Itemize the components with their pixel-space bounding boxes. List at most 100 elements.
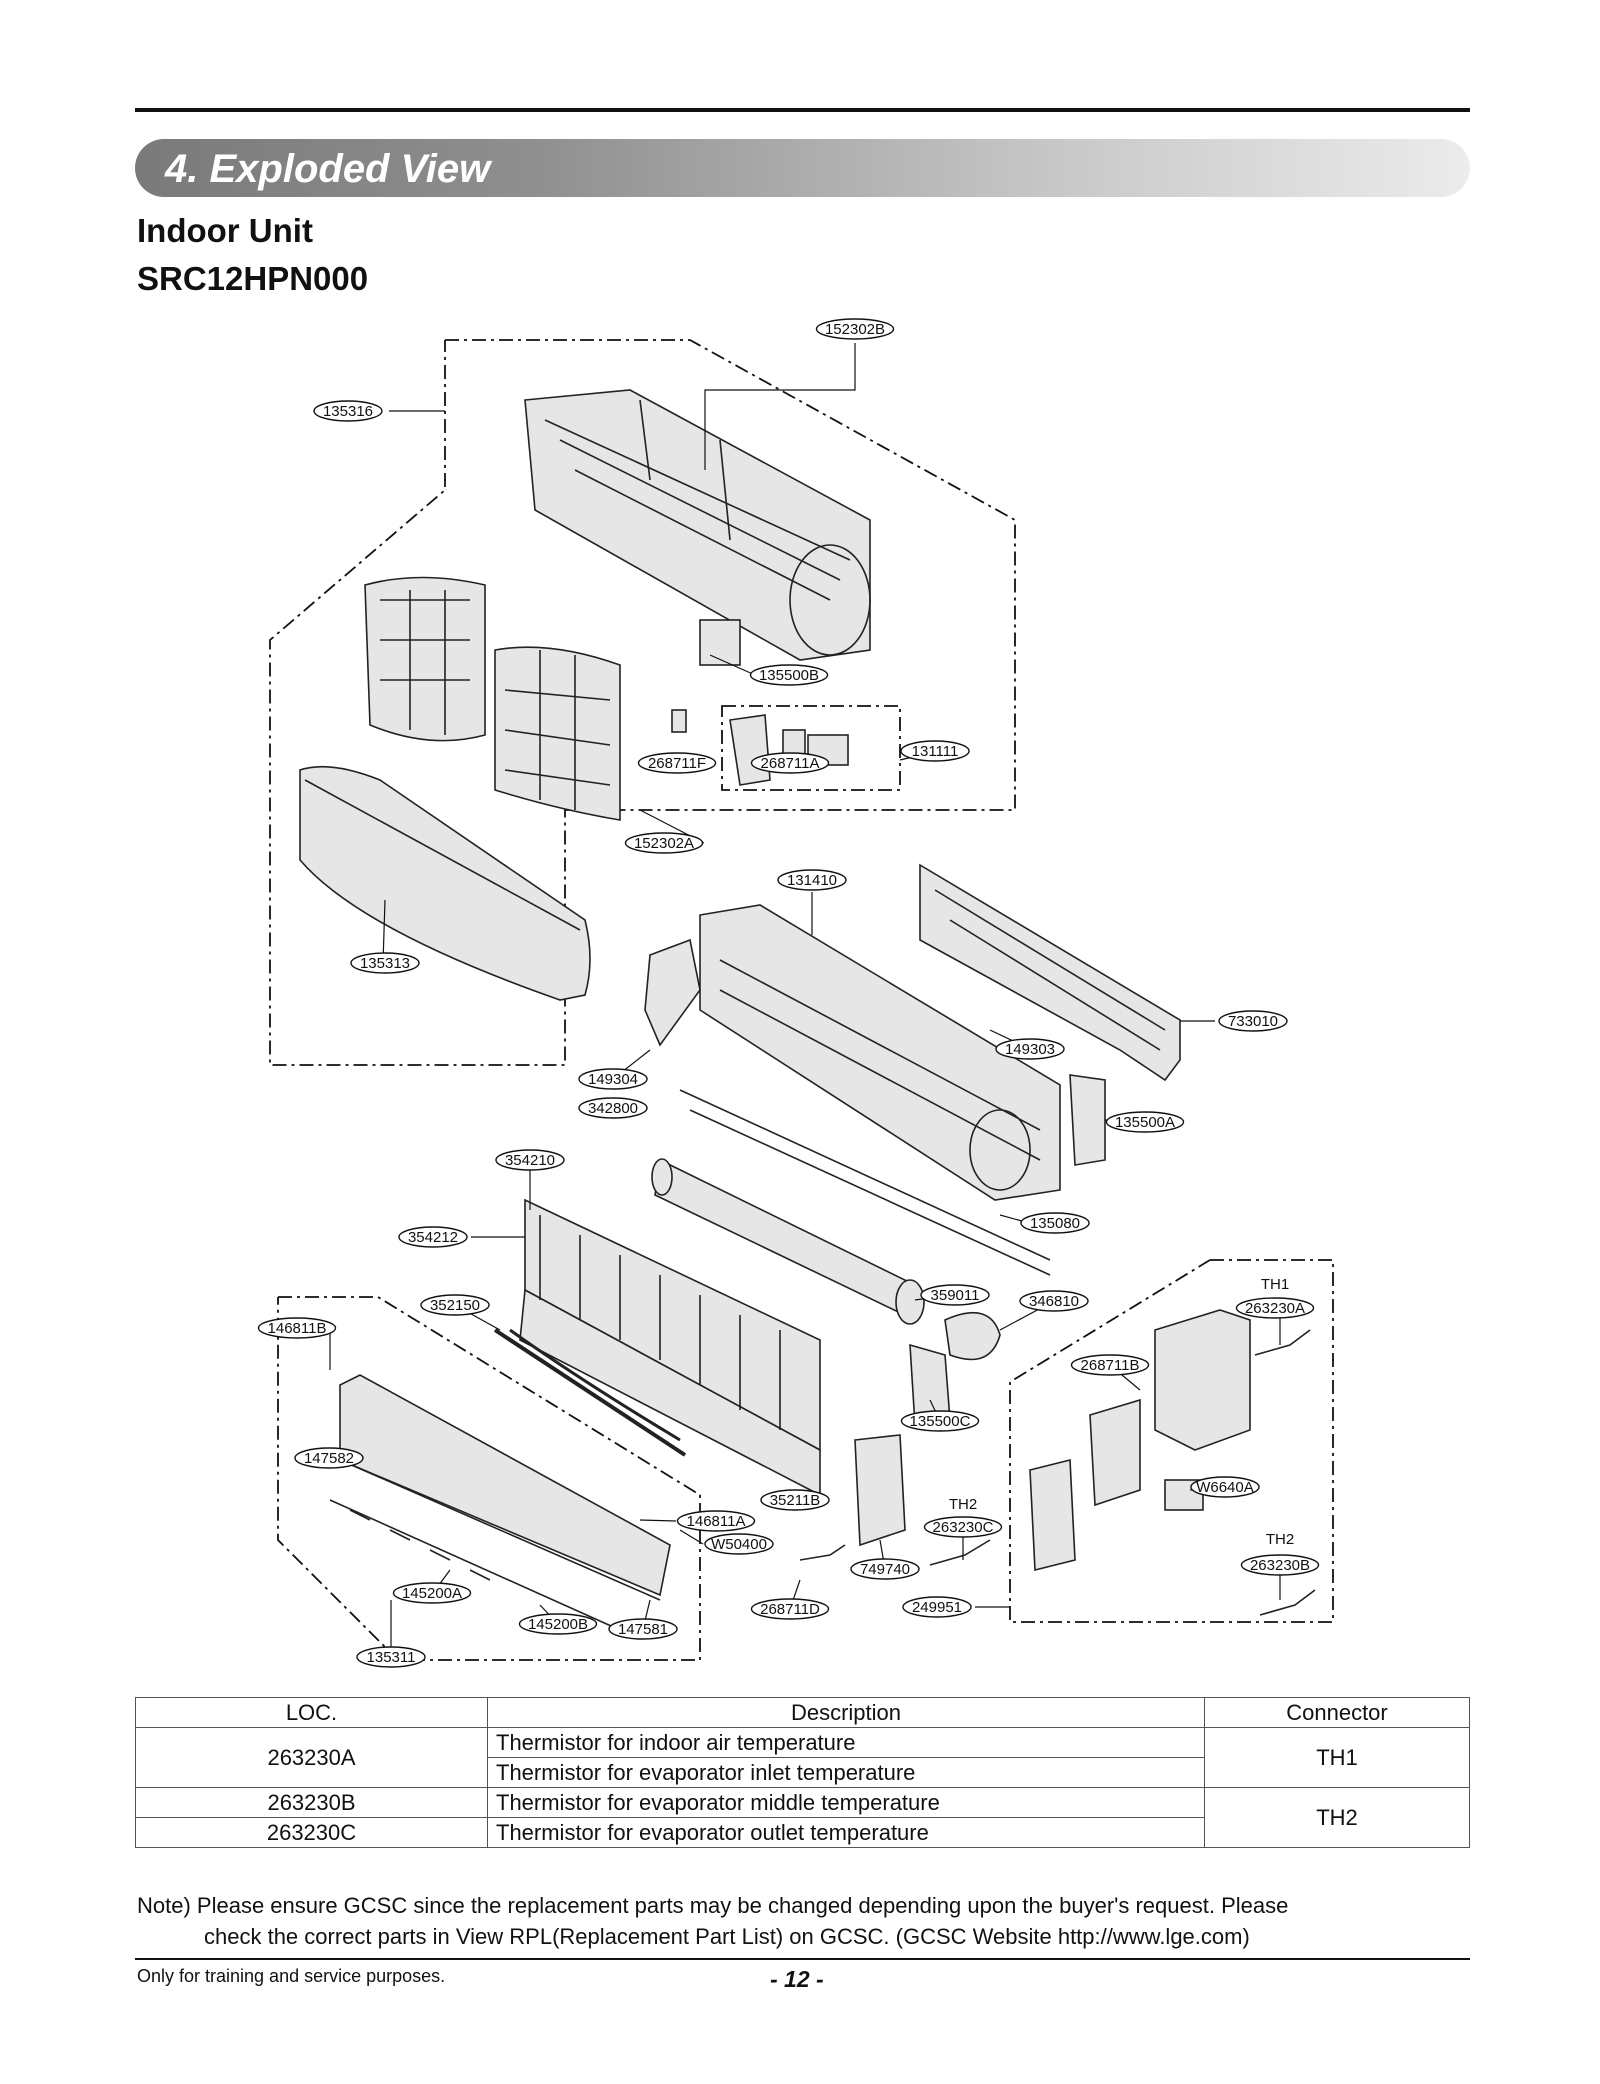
part-number: 149303 [1005,1041,1055,1058]
part-number: 268711D [760,1601,820,1618]
part-number: 352150 [430,1297,480,1314]
part-number: 249951 [912,1599,962,1616]
section-banner: 4. Exploded View [135,139,1470,197]
part-number: 359011 [931,1287,980,1304]
motor-cover-right [1069,1074,1106,1166]
part-label: W6640A [1190,1476,1260,1498]
part-number: 733010 [1228,1013,1278,1030]
part-label: 263230A [1235,1297,1315,1319]
page-number: - 12 - [770,1966,824,1992]
table-cell-description: Thermistor for indoor air temperature [487,1727,1205,1758]
part-number: 263230A [1245,1300,1305,1317]
part-label: 268711B [1070,1354,1150,1376]
part-label: 152302A [624,832,704,854]
part-label: 135316 [313,400,383,422]
air-filter-right [494,646,621,821]
table-cell-connector: TH1 [1204,1727,1470,1788]
connector-label-th2-b: TH2 [1266,1531,1294,1548]
part-label: W50400 [704,1533,774,1555]
table-cell-loc: 263230A [135,1727,488,1788]
air-filter-left [364,576,486,742]
part-label: 135500A [1105,1111,1185,1133]
part-number: 263230C [933,1519,994,1536]
footer-text: Only for training and service purposes. [137,1966,446,1986]
col-header-description: Description [487,1697,1205,1728]
part-label: 263230C [923,1516,1003,1538]
part-label: 268711D [750,1598,830,1620]
part-number: 268711A [761,755,820,772]
display-bracket [729,714,771,786]
part-number: W6640A [1196,1479,1254,1496]
motor-cover-left [644,938,701,1047]
part-number: 152302B [825,321,885,338]
note-line-2: check the correct parts in View RPL(Repl… [204,1924,1250,1949]
part-number: 147581 [618,1621,668,1638]
part-label: 146811B [257,1317,337,1339]
part-number: 149304 [588,1071,638,1088]
thermistor-table: LOC. Description Connector 263230A Therm… [135,1697,1470,1848]
top-rule [135,108,1470,112]
louver-assembly [329,1374,671,1631]
part-number: 131111 [912,743,959,760]
part-label: 263230B [1240,1554,1320,1576]
section-title: 4. Exploded View [165,147,491,191]
front-grille-panel [299,765,591,1001]
part-label: 145200A [392,1582,472,1604]
part-label: 135500C [900,1410,980,1432]
bracket-749740 [854,1434,906,1547]
part-number: 135313 [360,955,410,972]
drain-hose [493,1328,687,1457]
part-label: 149304 [578,1068,648,1090]
part-number: 146811B [268,1320,327,1337]
wire-268711D [799,1544,846,1561]
evaporator-coil [519,1198,821,1497]
part-number: 268711B [1081,1357,1140,1374]
part-number: 135500A [1115,1114,1175,1131]
part-number: 354212 [408,1229,458,1246]
cross-flow-fan [651,1158,925,1325]
display-pcb [699,619,741,666]
part-number: 135500B [759,667,819,684]
part-label: 131111 [900,740,970,762]
part-number: 146811A [687,1513,746,1530]
part-number: 346810 [1029,1293,1079,1310]
part-number: 268711F [648,755,706,772]
part-label: 249951 [902,1596,972,1618]
drain-pan-strip [679,1089,1051,1276]
part-label: 352150 [420,1294,490,1316]
part-label: 135080 [1020,1212,1090,1234]
group-outline-display [721,705,901,791]
part-label: 135313 [350,952,420,974]
group-outline-control [1009,1259,1334,1623]
part-number: 145200A [402,1585,462,1602]
refrigerant-pipe [509,1328,681,1442]
table-cell-loc: 263230B [135,1787,488,1818]
part-number: 145200B [528,1616,588,1633]
rear-frame [699,904,1061,1201]
chassis-part [524,389,871,661]
part-number: 135080 [1030,1215,1080,1232]
part-number: 263230B [1250,1557,1310,1574]
fan-motor [944,1311,1001,1361]
part-number: 135500C [910,1413,971,1430]
part-number: 354210 [505,1152,555,1169]
table-cell-description: Thermistor for evaporator inlet temperat… [487,1757,1205,1788]
part-label: 149303 [995,1038,1065,1060]
part-number: 131410 [787,872,837,889]
part-label: 346810 [1019,1290,1089,1312]
table-cell-loc: 263230C [135,1817,488,1848]
note-line-1: Note) Please ensure GCSC since the repla… [137,1893,1289,1918]
part-label: 359011 [920,1284,990,1306]
part-labels: 152302B 135316 135500B 268711F 268711A 131111… [257,318,1320,1668]
note-text: Note) Please ensure GCSC since the repla… [137,1890,1472,1952]
part-label: 146811A [676,1510,756,1532]
thermistor-263230B [1259,1589,1316,1616]
part-label: 135311 [356,1646,426,1668]
part-number: W50400 [711,1536,767,1553]
table-cell-connector: TH2 [1204,1787,1470,1848]
table-cell-description: Thermistor for evaporator outlet tempera… [487,1817,1205,1848]
part-number: 147582 [304,1450,354,1467]
thermistor-263230A [1254,1329,1311,1356]
table-cell-description: Thermistor for evaporator middle tempera… [487,1787,1205,1818]
part-label: 354212 [398,1226,468,1248]
